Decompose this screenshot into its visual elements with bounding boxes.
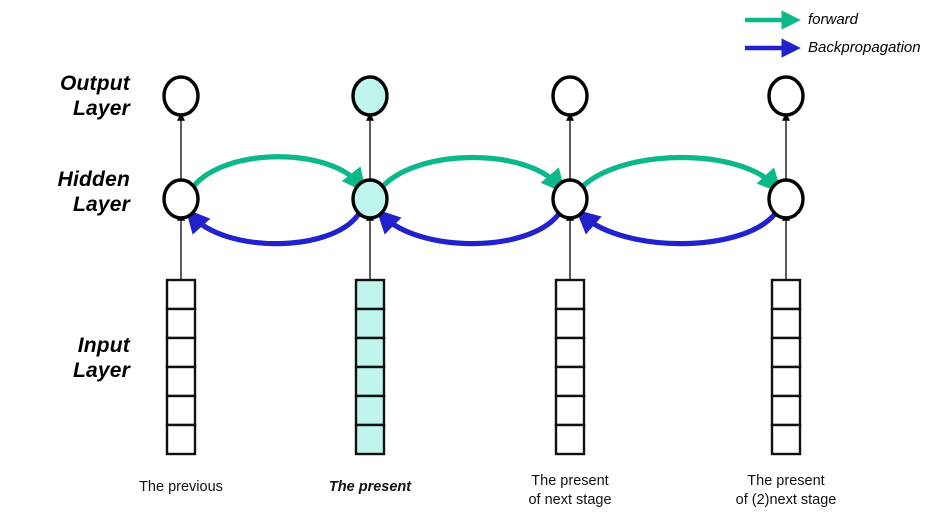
output-node-next-next-stage[interactable] xyxy=(767,75,805,117)
column-caption-next-next-stage: The present of (2)next stage xyxy=(735,473,837,509)
column-caption-previous: The previous xyxy=(139,479,223,495)
backprop-arc-next-stage-to-present xyxy=(376,209,561,247)
forward-arcs xyxy=(190,154,782,194)
input-cell[interactable] xyxy=(354,394,386,427)
input-cell[interactable] xyxy=(165,365,197,398)
input-cell[interactable] xyxy=(554,278,586,311)
input-cell[interactable] xyxy=(354,336,386,369)
input-cell[interactable] xyxy=(770,423,802,456)
input-cell[interactable] xyxy=(554,423,586,456)
hidden-node-previous[interactable] xyxy=(162,178,200,220)
hidden-to-output-connectors xyxy=(177,112,790,182)
input-cell[interactable] xyxy=(354,365,386,398)
input-vector-next-stage xyxy=(554,278,586,456)
input-cell[interactable] xyxy=(770,336,802,369)
column-caption-next-stage: The present of next stage xyxy=(528,473,612,509)
output-node-previous[interactable] xyxy=(162,75,200,117)
input-vector-next-next-stage xyxy=(770,278,802,456)
input-cell[interactable] xyxy=(770,365,802,398)
backprop-arc-present-to-previous xyxy=(185,208,361,247)
input-cell[interactable] xyxy=(165,278,197,311)
column-caption-present: The present xyxy=(328,479,412,495)
hidden-node-next-next-stage[interactable] xyxy=(767,178,805,220)
output-node-next-stage[interactable] xyxy=(551,75,589,117)
input-cell[interactable] xyxy=(554,307,586,340)
backprop-arc-next-next-stage-to-next-stage xyxy=(575,209,777,247)
legend-label-backpropagation: Backpropagation xyxy=(808,39,921,56)
hidden-node-present[interactable] xyxy=(351,178,389,220)
input-cell[interactable] xyxy=(165,394,197,427)
forward-arc-present-to-next-stage xyxy=(380,155,566,194)
input-cell[interactable] xyxy=(554,394,586,427)
backpropagation-arcs xyxy=(185,208,777,247)
input-cell[interactable] xyxy=(165,423,197,456)
forward-arc-next-stage-to-next-next-stage xyxy=(580,155,782,194)
output-layer-nodes xyxy=(162,75,805,117)
input-vector-present xyxy=(354,278,386,456)
input-cell[interactable] xyxy=(354,278,386,311)
forward-arc-previous-to-present xyxy=(190,154,366,193)
hidden-node-next-stage[interactable] xyxy=(551,178,589,220)
legend-arrows xyxy=(745,10,801,58)
input-cell[interactable] xyxy=(770,278,802,311)
input-vector-previous xyxy=(165,278,197,456)
input-cell[interactable] xyxy=(770,394,802,427)
input-cell[interactable] xyxy=(165,336,197,369)
input-cell[interactable] xyxy=(770,307,802,340)
layer-label-input: Input Layer xyxy=(72,334,130,382)
input-cell[interactable] xyxy=(554,365,586,398)
input-cell[interactable] xyxy=(554,336,586,369)
input-cell[interactable] xyxy=(354,423,386,456)
input-cell[interactable] xyxy=(165,307,197,340)
input-to-hidden-connectors xyxy=(177,212,790,279)
input-cell[interactable] xyxy=(354,307,386,340)
output-node-present[interactable] xyxy=(351,75,389,117)
legend-label-forward: forward xyxy=(808,11,859,28)
layer-label-output: Output Layer xyxy=(59,72,130,120)
layer-label-hidden: Hidden Layer xyxy=(57,168,130,216)
hidden-layer-nodes xyxy=(162,178,805,220)
